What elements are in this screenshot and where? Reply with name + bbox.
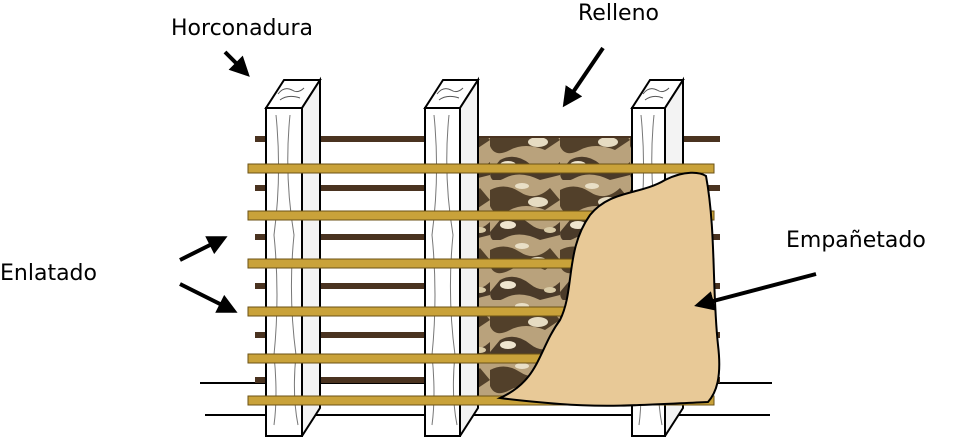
label-empanetado: Empañetado bbox=[786, 228, 926, 253]
label-enlatado: Enlatado bbox=[0, 261, 97, 286]
post-left bbox=[266, 80, 320, 436]
label-relleno: Relleno bbox=[578, 1, 659, 26]
arrow-icon bbox=[225, 52, 247, 74]
arrow-icon bbox=[180, 238, 224, 260]
post-middle bbox=[425, 80, 478, 436]
arrow-icon bbox=[698, 274, 816, 305]
slat bbox=[248, 164, 714, 173]
arrow-icon bbox=[565, 48, 603, 104]
arrow-icon bbox=[180, 284, 234, 311]
label-horconadura: Horconadura bbox=[171, 16, 313, 41]
